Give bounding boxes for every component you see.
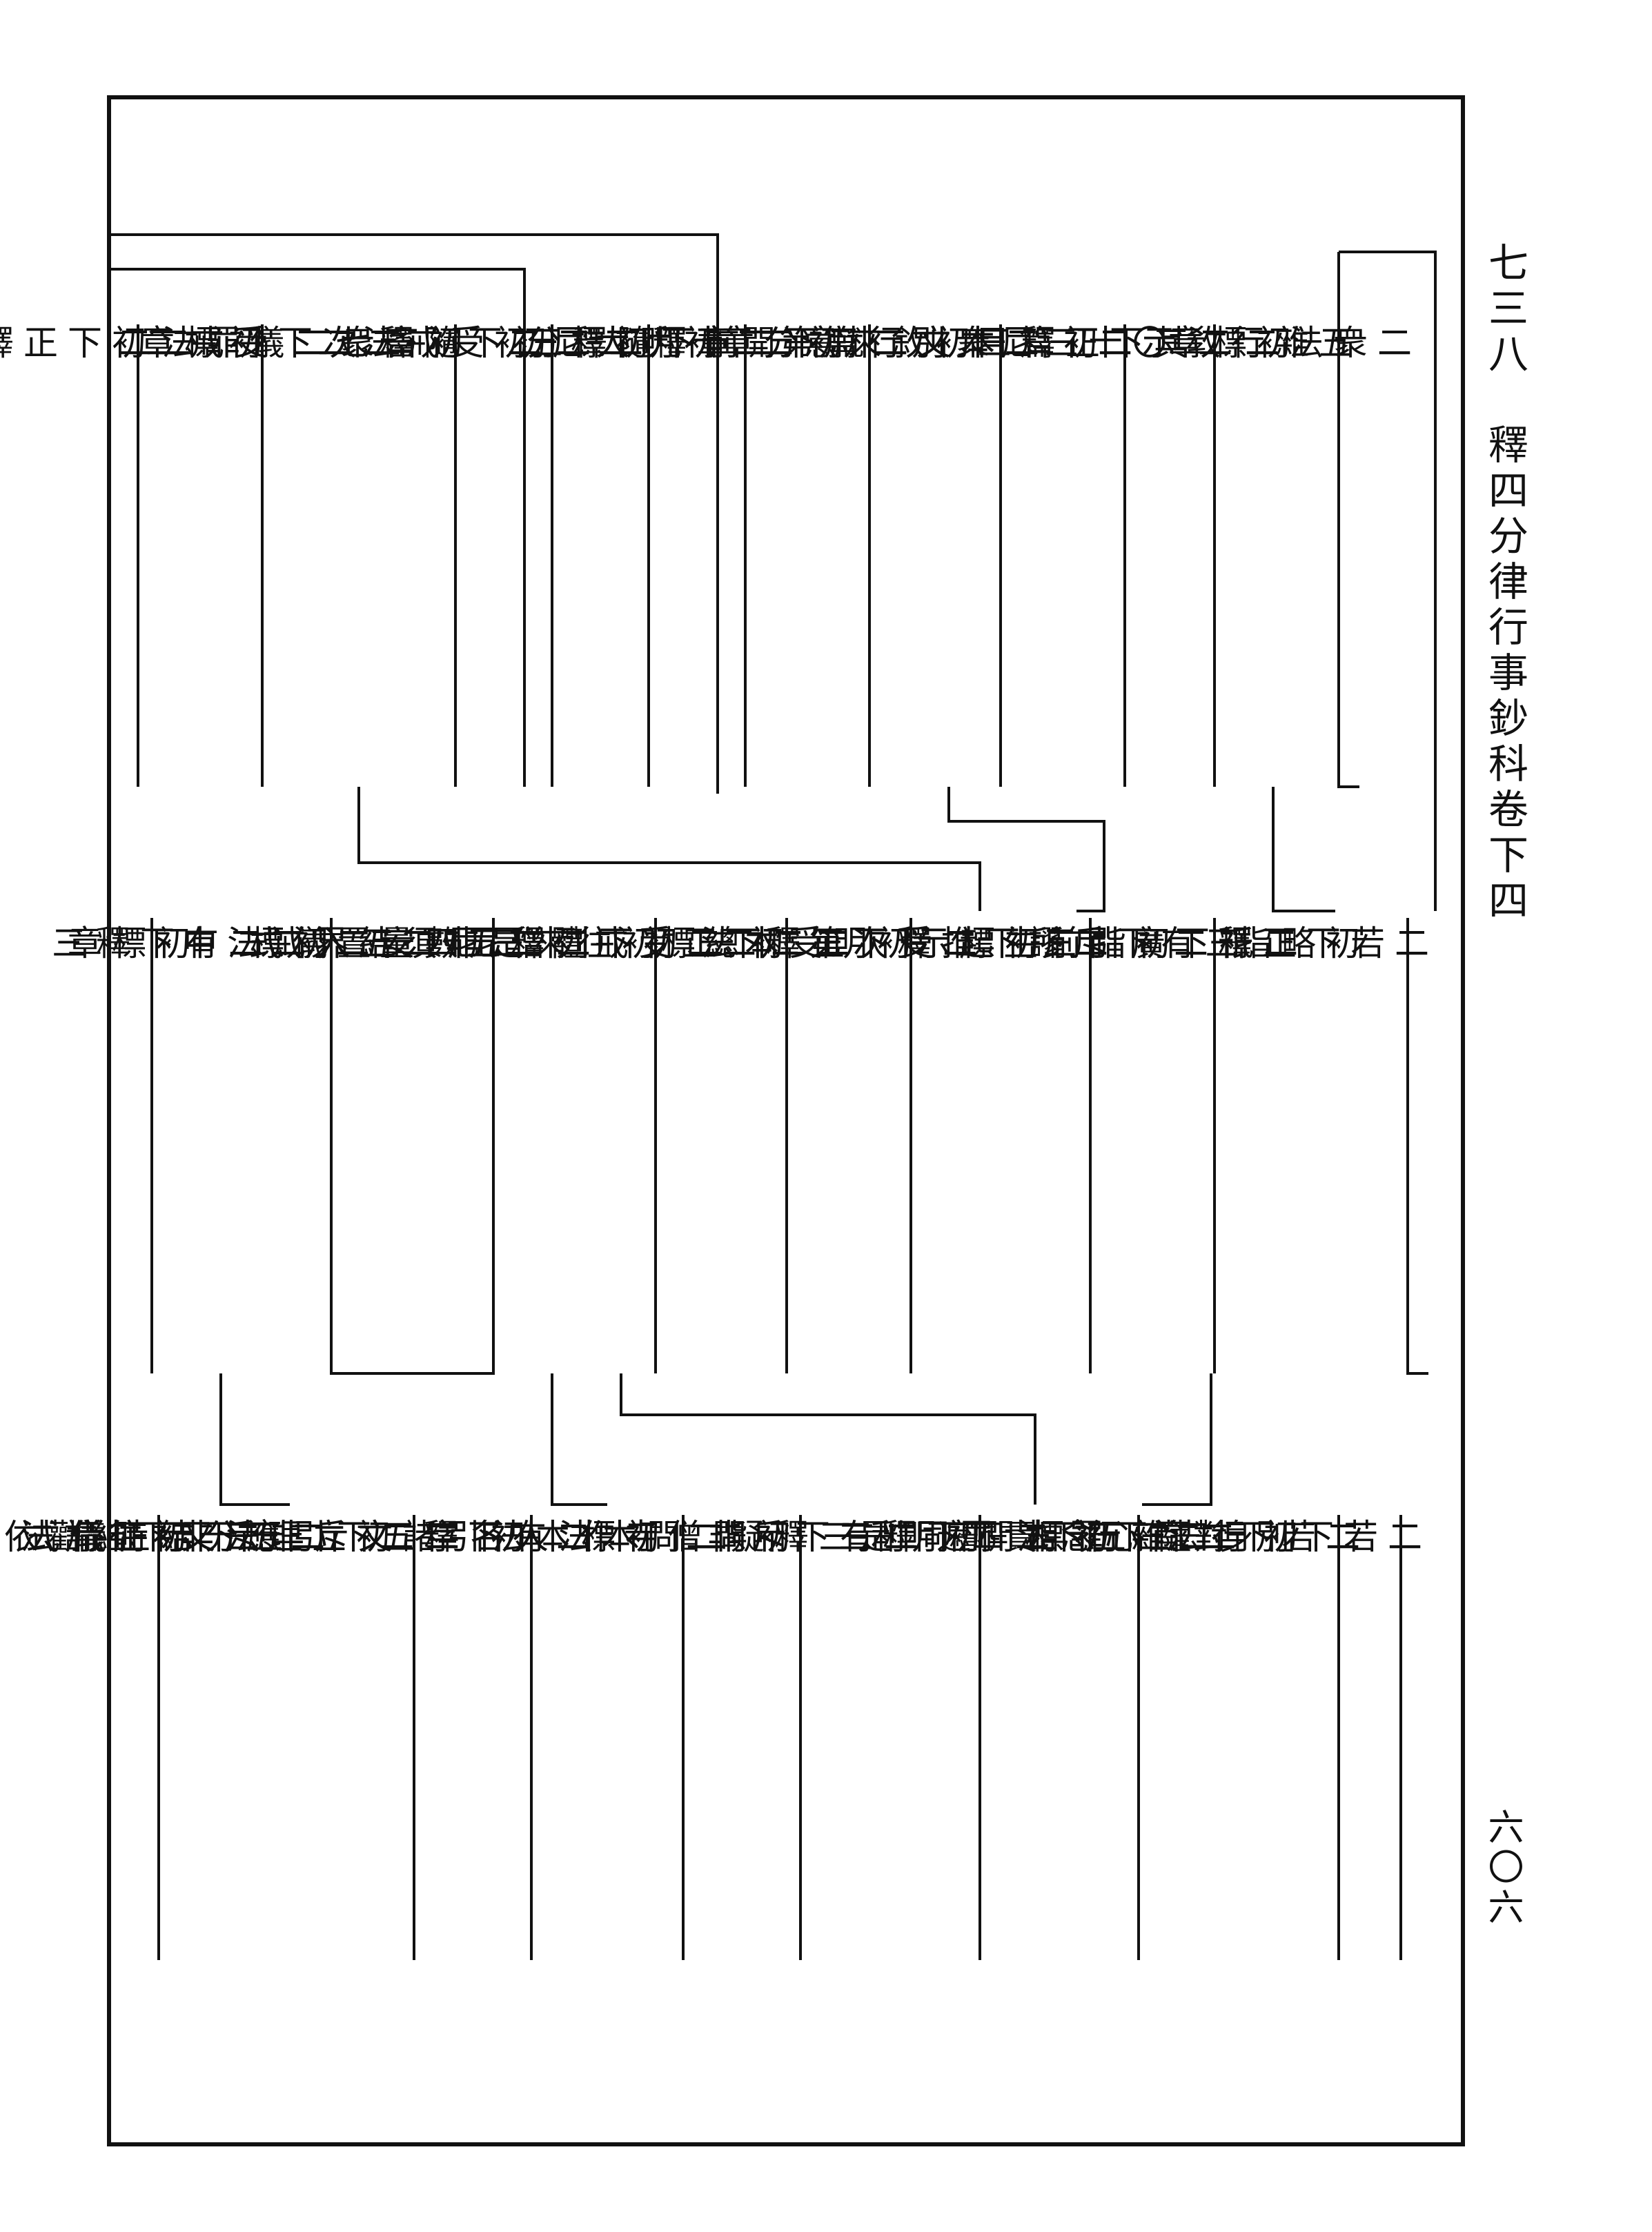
- outline-node: 初立理斥非: [174, 1518, 391, 1592]
- outline-node: 〇十三尼衆別行篇第二十九二: [597, 324, 1167, 362]
- outline-node: 初標示: [911, 925, 1039, 1002]
- outline-node: 初標章: [62, 925, 190, 1002]
- outline-node: 二其下正釋三: [972, 324, 1232, 406]
- outline-node: 二薩下罪相開遮: [931, 1518, 1236, 1592]
- outline-node: 初明受本法: [695, 925, 912, 1002]
- outline-node: 二有下釋三: [46, 925, 263, 1002]
- outline-node: 二問本法人名字: [420, 1518, 725, 1592]
- outline-node: 二初下隨釋七: [330, 324, 591, 406]
- page-number: 六〇六: [1482, 1808, 1523, 1928]
- outline-node: 二若下別行法: [1161, 1518, 1422, 1592]
- outline-node: 二祇下廣引三: [1037, 925, 1298, 1002]
- outline-node: 二受下正釋二: [716, 925, 977, 1002]
- outline-node: 初畜衆: [335, 324, 463, 406]
- outline-node: 初標章: [135, 324, 263, 406]
- outline-node: 二前下隨釋三: [523, 324, 784, 406]
- outline-node: 初標章: [1163, 324, 1291, 406]
- outline-node: 五雜行敎示二: [1092, 324, 1353, 406]
- outline-node: 二次下受戒二: [140, 324, 401, 406]
- outline-node: 二應下結時儀式: [20, 1518, 325, 1592]
- outline-node: 初引諸文斥非法: [220, 1518, 525, 1592]
- page-border: [107, 95, 1465, 2146]
- outline-node: 四安置儀式: [243, 925, 460, 1002]
- outline-node: 初問僧寺作本法: [486, 1518, 791, 1592]
- outline-node: 初略指: [1232, 925, 1360, 1002]
- running-header: 七三八 釋四分律行事鈔科卷下四: [1482, 242, 1528, 925]
- outline-node: 初標: [244, 925, 328, 1002]
- outline-node: 五入戒法中: [177, 925, 394, 1002]
- outline-node: 初受戒法二: [312, 324, 529, 406]
- outline-node: 二二下正受戒體二: [500, 925, 849, 1002]
- outline-node: 初身口雜行: [1081, 1518, 1298, 1592]
- outline-node: 二衆法二: [1239, 324, 1412, 406]
- outline-node: 初明大尼二: [502, 324, 718, 406]
- outline-node: 初往來是非二: [395, 925, 656, 1002]
- outline-node: 初分章: [714, 324, 843, 406]
- outline-node: 初指前生起: [954, 925, 1170, 1002]
- outline-node: 三又下結勸依行: [0, 1518, 259, 1592]
- outline-node: 二初下正釋三: [0, 324, 190, 406]
- outline-node: 初敘來意二: [754, 324, 970, 406]
- outline-node: 二就下開章釋二: [603, 324, 908, 406]
- outline-node: 初標: [576, 1518, 660, 1592]
- outline-node: 二僧尼數量二: [330, 925, 591, 1002]
- outline-node: 三五下責罰同利: [865, 1518, 1170, 1592]
- outline-node: 二五下引五分示正儀: [66, 1518, 460, 1592]
- outline-node: 二若下對首心念法: [1011, 1518, 1360, 1592]
- outline-node: 三尼須結界二: [264, 925, 525, 1002]
- outline-node: 初標分: [521, 324, 649, 406]
- outline-node: 二若下正釋二: [1168, 925, 1429, 1002]
- outline-node: 二所下推釋次第: [803, 925, 1108, 1002]
- outline-node: 初明是: [852, 1518, 981, 1592]
- outline-node: 二有下釋二: [374, 1518, 591, 1592]
- outline-node: 初篇目: [970, 324, 1098, 406]
- outline-node: 二儀罪法二: [112, 324, 328, 406]
- outline-node: 二四下釋三: [833, 1518, 1050, 1592]
- outline-node: 二本文二: [867, 324, 1039, 406]
- outline-node: 三有下斥謬: [1023, 925, 1239, 1002]
- outline-node: 二有下斥非: [702, 1518, 918, 1592]
- outline-node: 初標: [1024, 1518, 1108, 1592]
- outline-node: 二初下列釋五: [461, 925, 722, 1002]
- outline-node: 初總標: [656, 925, 784, 1002]
- outline-node: 初往請法: [14, 1518, 187, 1592]
- outline-node: 三釋疑二: [680, 1518, 853, 1592]
